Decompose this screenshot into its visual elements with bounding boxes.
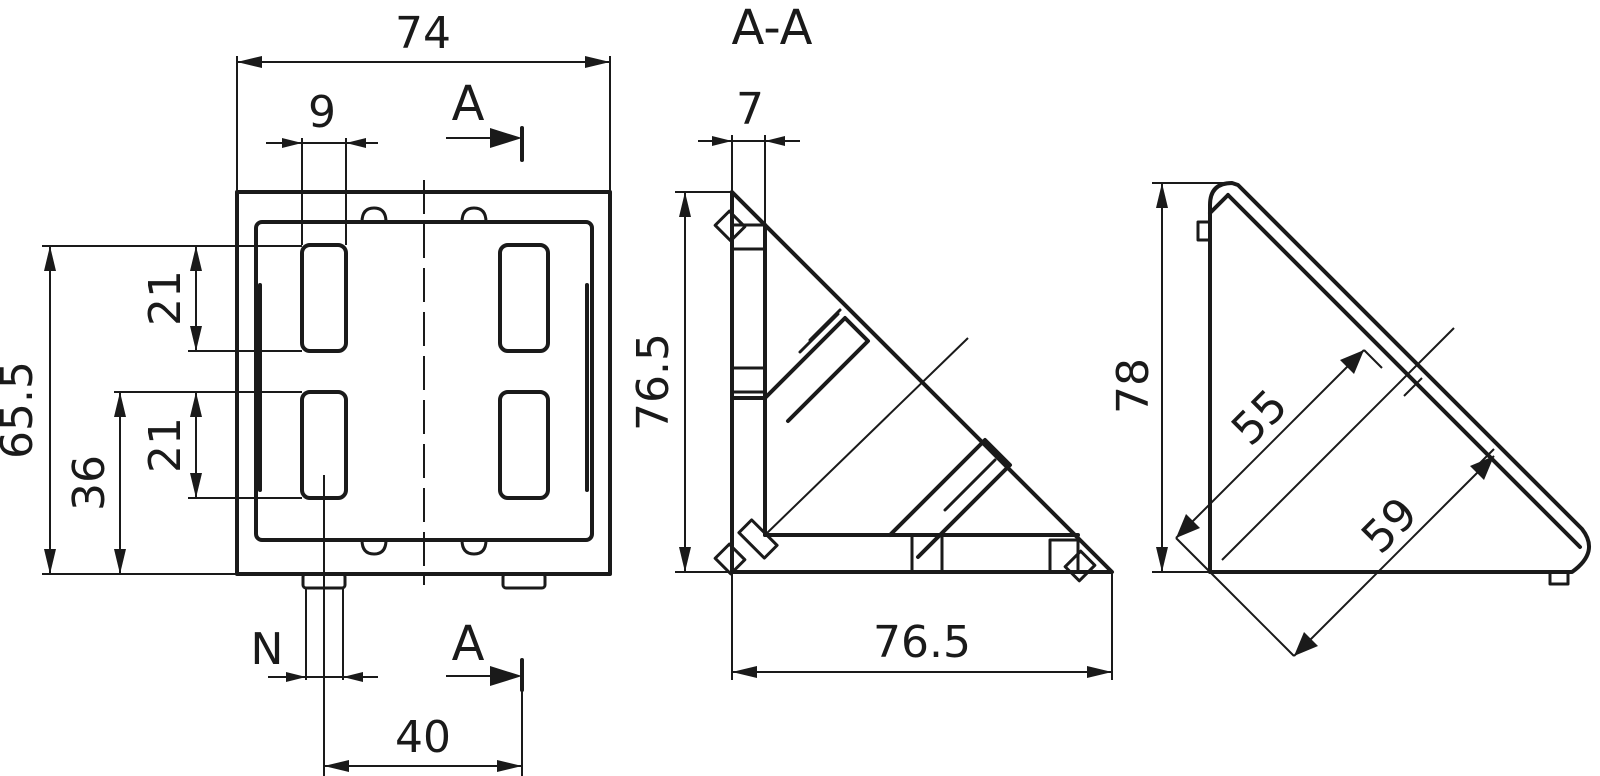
section-title: A-A: [732, 0, 813, 56]
section-marker-top: A: [452, 76, 485, 132]
section-left-slot: [730, 223, 767, 251]
dim-diagonal-59: 59: [1352, 488, 1428, 564]
slot-upper-left: [300, 243, 348, 353]
slot-upper-right: [498, 243, 550, 353]
section-rib-lower: [888, 438, 1012, 559]
section-rib-upper: [763, 316, 870, 423]
bolt-top-left: [713, 209, 747, 243]
dim-nut-label-N: N: [251, 624, 284, 675]
dim-slot-length-lower-21: 21: [140, 417, 191, 473]
front-view: 74 9 A A 65.5 36 21: [0, 8, 612, 776]
dim-spacing-40: 40: [395, 712, 451, 763]
dim-section-width-76-5: 76.5: [873, 617, 971, 668]
section-marker-bottom: A: [452, 616, 485, 672]
dim-height-36: 36: [64, 455, 115, 511]
dim-diagonal-55: 55: [1222, 380, 1298, 456]
nut-right: [501, 572, 547, 590]
top-lug-right: [460, 206, 488, 224]
bottom-lug-right: [460, 538, 488, 556]
section-view: A-A 7: [628, 0, 1114, 680]
dim-height-65-5: 65.5: [0, 361, 43, 459]
bolt-bottom-right: [1063, 549, 1097, 583]
top-lug-left: [360, 206, 388, 224]
dim-wall-7: 7: [736, 84, 764, 135]
bottom-lug-left: [360, 538, 388, 556]
dim-section-height-76-5: 76.5: [628, 333, 679, 431]
dim-width-74: 74: [395, 8, 451, 59]
bolt-bottom-left: [713, 518, 779, 576]
dim-slot-width-9: 9: [308, 87, 336, 138]
side-outer-profile: [1208, 181, 1592, 574]
dim-side-height-78: 78: [1108, 358, 1159, 414]
dim-slot-length-upper-21: 21: [140, 270, 191, 326]
slot-lower-right: [498, 390, 550, 500]
side-view: 78 55 59: [1108, 181, 1592, 657]
